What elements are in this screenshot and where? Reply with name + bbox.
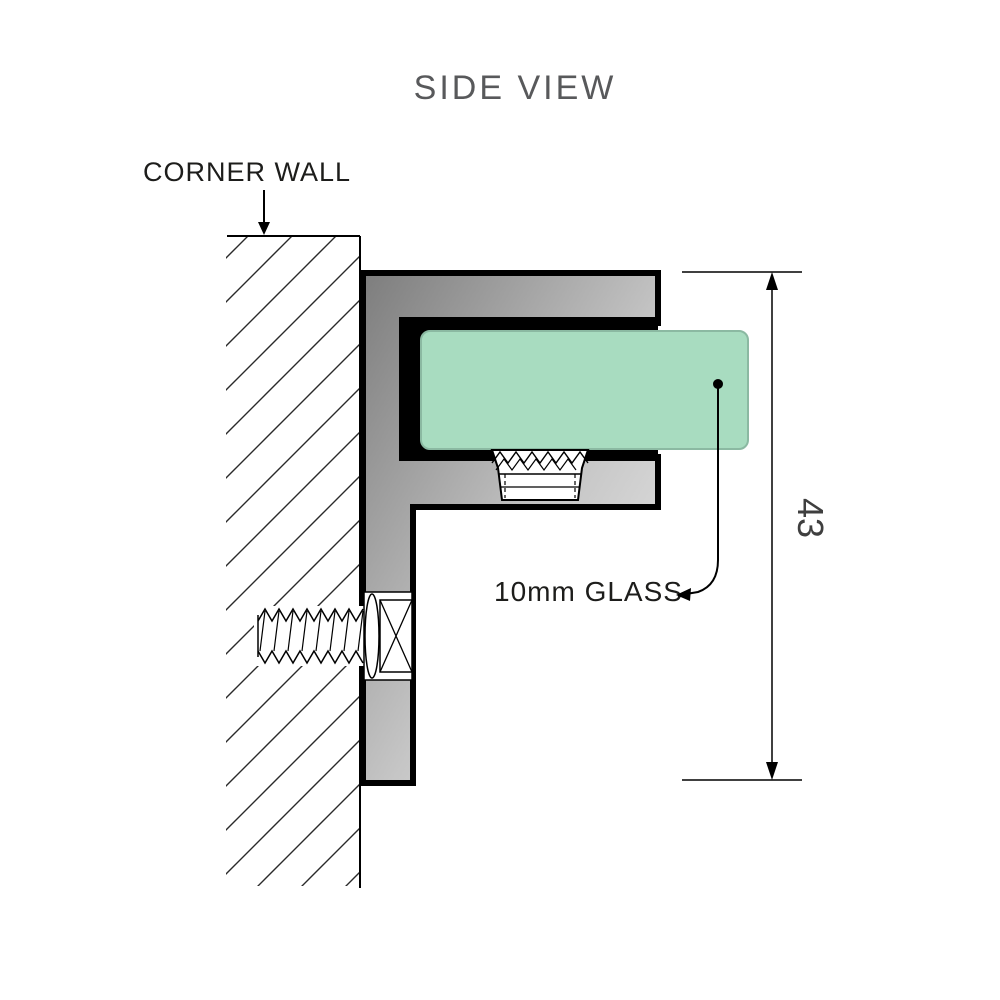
leader-line <box>685 388 719 595</box>
glass-panel <box>420 330 749 450</box>
bolt-thread-bottom <box>257 649 364 665</box>
leader-dot <box>713 379 723 389</box>
wall-hatching <box>226 236 359 886</box>
corner-wall-arrowhead-icon <box>258 222 270 235</box>
bolt-mask <box>254 606 366 666</box>
page-title: SIDE VIEW <box>414 69 617 107</box>
glass-label: 10mm GLASS <box>494 576 683 607</box>
wall <box>226 235 361 888</box>
corner-wall-callout: CORNER WALL <box>143 157 351 235</box>
dimension-43: 43 <box>682 271 831 781</box>
leader-arrowhead-icon <box>676 588 691 601</box>
bolt-thread-helix <box>259 610 364 652</box>
set-screw-body <box>490 449 590 501</box>
dimension-arrowhead-bottom-icon <box>766 762 778 780</box>
glass-callout: 10mm GLASS <box>494 379 723 607</box>
bolt-head-cross <box>379 599 413 673</box>
dimension-value: 43 <box>790 498 831 538</box>
dimension-arrowhead-top-icon <box>766 272 778 290</box>
set-screw-serration-top <box>491 450 589 465</box>
set-screw <box>490 449 590 501</box>
bolt-thread-top <box>257 607 364 623</box>
corner-wall-label: CORNER WALL <box>143 157 351 187</box>
bolt-washer <box>364 593 380 679</box>
set-screw-serration-bottom <box>495 457 577 472</box>
bolt-head <box>363 591 413 681</box>
wall-bolt <box>254 606 366 666</box>
